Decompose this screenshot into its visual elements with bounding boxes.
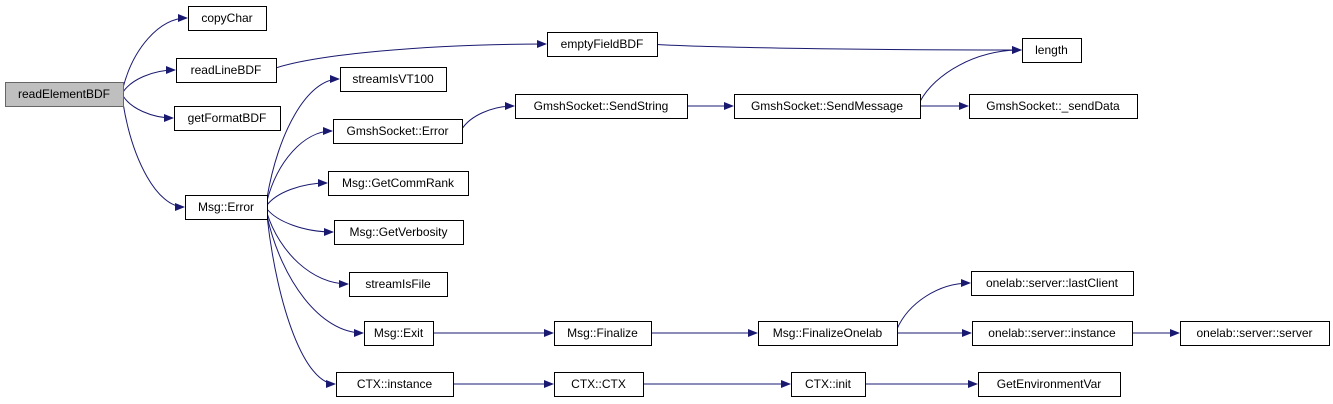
node-box	[333, 119, 463, 144]
node-label: GmshSocket::_sendData	[986, 99, 1120, 113]
node-box	[554, 321, 652, 346]
node-label: emptyFieldBDF	[561, 37, 644, 51]
node-box	[349, 272, 448, 297]
edge-emptyFieldBDF-to-length	[656, 43, 1022, 54]
node-ctxInstance[interactable]: CTX::instance	[336, 372, 454, 397]
edges-layer	[122, 14, 1180, 388]
node-label: GmshSocket::SendMessage	[751, 99, 903, 113]
node-ctxCtx[interactable]: CTX::CTX	[554, 372, 644, 397]
node-box	[978, 372, 1121, 397]
node-getFormatBDF[interactable]: getFormatBDF	[174, 106, 281, 131]
node-onelabLastClient[interactable]: onelab::server::lastClient	[971, 271, 1134, 296]
node-onelabInstance[interactable]: onelab::server::instance	[972, 321, 1133, 346]
node-label: Msg::GetVerbosity	[349, 225, 447, 239]
node-label: onelab::server::instance	[988, 326, 1116, 340]
node-copyChar[interactable]: copyChar	[188, 6, 267, 31]
node-length[interactable]: length	[1022, 38, 1082, 63]
node-label: Msg::Finalize	[567, 326, 638, 340]
node-box	[971, 271, 1134, 296]
edge-readElementBDF-to-getFormatBDF	[122, 95, 174, 122]
edge-readLineBDF-to-emptyFieldBDF	[275, 40, 547, 69]
node-box	[758, 321, 898, 346]
node-label: GmshSocket::Error	[346, 124, 448, 138]
edge-msgFinalizeOnelab-to-onelabLastClient	[896, 279, 971, 330]
node-label: readElementBDF	[18, 87, 110, 101]
node-box	[340, 67, 447, 92]
node-label: GetEnvironmentVar	[997, 377, 1102, 391]
node-readElementBDF[interactable]: readElementBDF	[5, 82, 124, 107]
node-box	[336, 372, 454, 397]
node-label: Msg::FinalizeOnelab	[773, 326, 883, 340]
node-label: GmshSocket::SendString	[534, 99, 669, 113]
node-msgFinalize[interactable]: Msg::Finalize	[554, 321, 652, 346]
node-gmshSocketError[interactable]: GmshSocket::Error	[333, 119, 463, 144]
node-box	[1022, 38, 1082, 63]
node-readLineBDF[interactable]: readLineBDF	[176, 58, 277, 83]
node-msgGetCommRank[interactable]: Msg::GetCommRank	[328, 171, 469, 196]
node-label: onelab::server::lastClient	[986, 276, 1119, 290]
node-box	[1180, 321, 1330, 346]
edge-msgError-to-msgGetCommRank	[266, 179, 328, 206]
node-box	[969, 94, 1138, 119]
node-label: copyChar	[201, 11, 252, 25]
node-label: readLineBDF	[191, 63, 262, 77]
node-box	[547, 32, 658, 57]
node-box	[364, 321, 434, 346]
edge-readElementBDF-to-readLineBDF	[122, 66, 176, 93]
node-box	[185, 195, 268, 220]
node-streamIsFile[interactable]: streamIsFile	[349, 272, 448, 297]
edge-msgError-to-gmshSocketError	[266, 127, 333, 202]
node-label: CTX::init	[805, 377, 852, 391]
node-label: getFormatBDF	[188, 111, 267, 125]
node-label: streamIsFile	[365, 277, 431, 291]
node-box	[334, 220, 464, 245]
node-onelabServer[interactable]: onelab::server::server	[1180, 321, 1330, 346]
node-label: length	[1035, 43, 1068, 57]
node-box	[515, 94, 688, 119]
node-msgError[interactable]: Msg::Error	[185, 195, 268, 220]
node-box	[972, 321, 1133, 346]
edge-msgError-to-msgExit	[266, 215, 364, 337]
edge-msgError-to-msgGetVerbosity	[266, 208, 334, 236]
node-streamIsVT100[interactable]: streamIsVT100	[340, 67, 447, 92]
node-gmshSocketSendMessage[interactable]: GmshSocket::SendMessage	[734, 94, 921, 119]
edge-msgError-to-streamIsFile	[266, 213, 349, 288]
edge-readElementBDF-to-copyChar	[122, 14, 188, 89]
nodes-layer: readElementBDF copyChar readLineBDF getForm…	[5, 6, 1330, 397]
node-label: Msg::Error	[198, 200, 254, 214]
node-getEnvironmentVar[interactable]: GetEnvironmentVar	[978, 372, 1121, 397]
node-label: Msg::GetCommRank	[342, 176, 455, 190]
edge-msgError-to-streamIsVT100	[266, 75, 340, 199]
node-box	[328, 171, 469, 196]
node-label: CTX::instance	[357, 377, 433, 391]
edge-readElementBDF-to-msgError	[122, 102, 185, 211]
node-label: onelab::server::server	[1196, 326, 1312, 340]
node-label: Msg::Exit	[374, 326, 424, 340]
node-gmshSocketSendString[interactable]: GmshSocket::SendString	[515, 94, 688, 119]
node-msgGetVerbosity[interactable]: Msg::GetVerbosity	[334, 220, 464, 245]
edge-gmshSocketSendMessage-to-length	[919, 46, 1022, 102]
node-label: streamIsVT100	[352, 72, 434, 86]
node-box	[188, 6, 267, 31]
edge-gmshSocketError-to-gmshSocketSendString	[461, 102, 515, 130]
node-box	[554, 372, 644, 397]
node-box	[791, 372, 866, 397]
node-msgFinalizeOnelab[interactable]: Msg::FinalizeOnelab	[758, 321, 898, 346]
node-ctxInit[interactable]: CTX::init	[791, 372, 866, 397]
node-box	[176, 58, 277, 83]
node-box	[734, 94, 921, 119]
node-box	[5, 82, 124, 107]
node-gmshSocketSendData[interactable]: GmshSocket::_sendData	[969, 94, 1138, 119]
node-emptyFieldBDF[interactable]: emptyFieldBDF	[547, 32, 658, 57]
node-msgExit[interactable]: Msg::Exit	[364, 321, 434, 346]
node-label: CTX::CTX	[571, 377, 626, 391]
node-box	[174, 106, 281, 131]
edge-msgError-to-ctxInstance	[266, 215, 336, 388]
